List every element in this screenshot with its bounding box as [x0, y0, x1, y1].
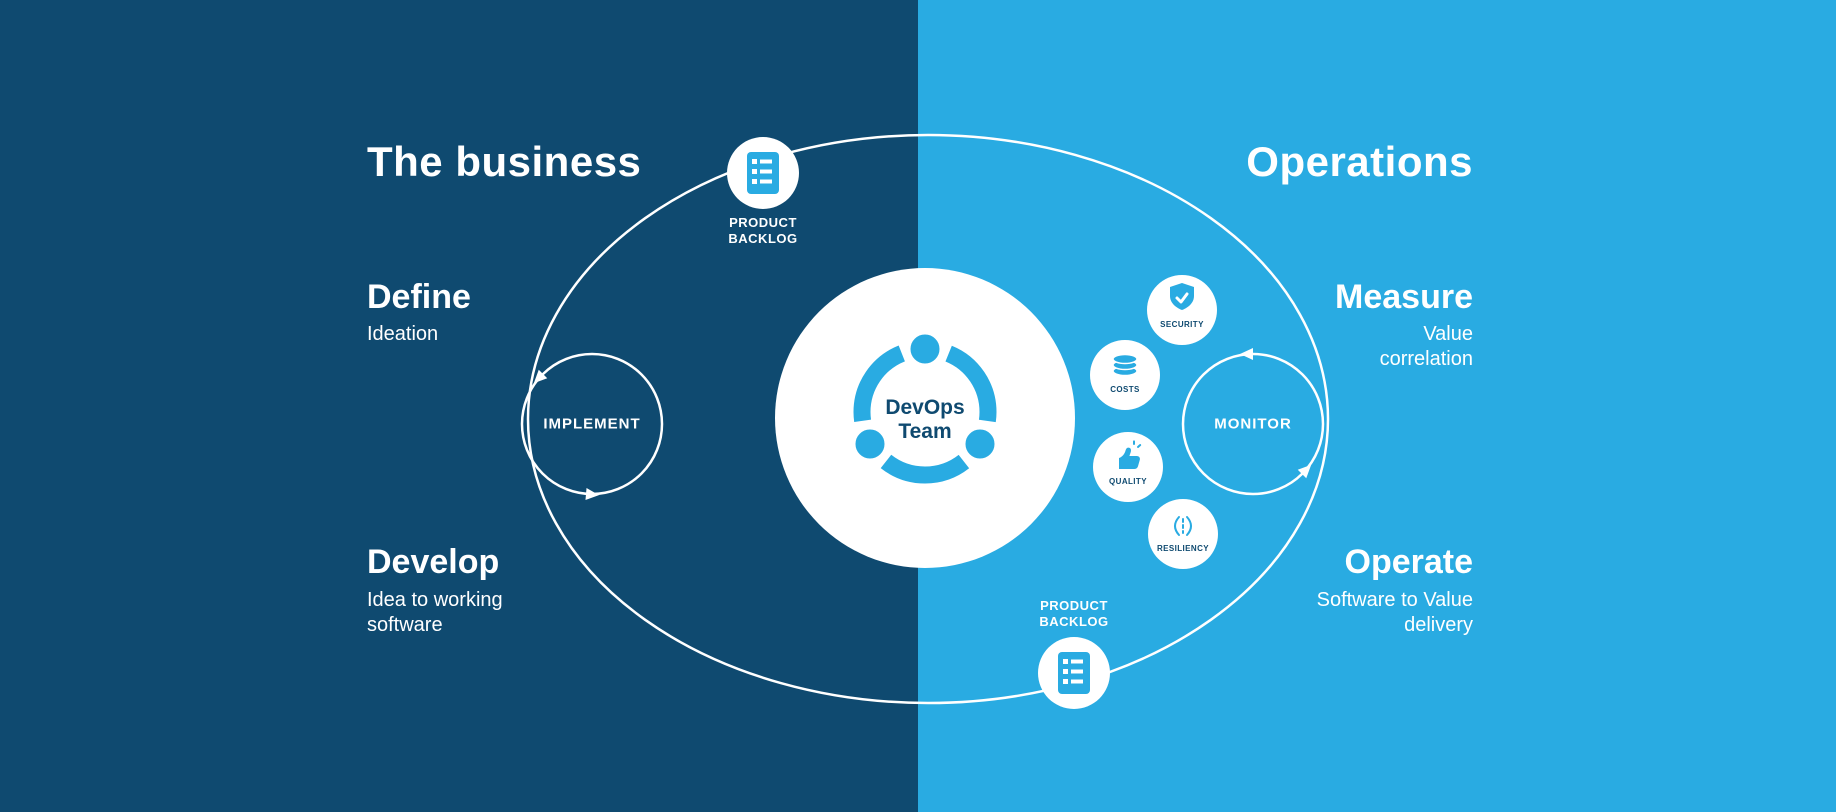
develop-subtext: Idea to working software [367, 589, 503, 636]
implement-loop-label: IMPLEMENT [543, 415, 641, 433]
develop-heading: Develop [367, 543, 500, 581]
resiliency-satellite [1148, 499, 1218, 569]
operations-panel-title: Operations [1246, 138, 1473, 185]
implement-arrow-icon [533, 369, 548, 384]
security-label: SECURITY [1160, 320, 1204, 329]
team-arms-ring [853, 340, 997, 484]
implement-arrow-icon [585, 488, 599, 500]
monitor-arrow-icon [1240, 348, 1253, 360]
costs-label: COSTS [1110, 385, 1140, 394]
business-panel-background [0, 0, 918, 812]
elasticity-arcs-icon [1174, 516, 1192, 536]
define-heading: Define [367, 278, 471, 316]
shield-check-icon [1170, 283, 1194, 310]
product-backlog-top-icon [727, 137, 799, 209]
monitor-loop-label: MONITOR [1214, 415, 1292, 433]
product-backlog-top-label: PRODUCT BACKLOG [728, 215, 798, 246]
lifecycle-loop-ellipse [526, 133, 1330, 705]
measure-subtext: Value correlation [1379, 323, 1473, 370]
team-member-head [850, 424, 890, 464]
operate-subtext: Software to Value delivery [1316, 589, 1473, 636]
devops-team-circle [775, 268, 1075, 568]
devops-team-label: DevOps Team [885, 396, 965, 443]
business-panel-title: The business [367, 138, 642, 185]
security-satellite [1147, 275, 1217, 345]
costs-satellite [1090, 340, 1160, 410]
devops-team-people-icon [850, 329, 1000, 484]
quality-satellite [1093, 432, 1163, 502]
team-member-head [905, 329, 945, 369]
define-subtext: Ideation [367, 323, 439, 345]
monitor-arrow-icon [1297, 464, 1312, 479]
thumbs-up-sparkle-icon [1119, 440, 1142, 469]
product-backlog-bottom-icon [1038, 637, 1110, 709]
coin-stack-icon [1112, 353, 1138, 377]
quality-label: QUALITY [1109, 477, 1147, 486]
resiliency-label: RESILIENCY [1156, 544, 1210, 553]
operate-heading: Operate [1344, 543, 1474, 581]
product-backlog-bottom-label: PRODUCT BACKLOG [1039, 598, 1109, 629]
team-member-head [960, 424, 1000, 464]
measure-heading: Measure [1335, 278, 1473, 316]
